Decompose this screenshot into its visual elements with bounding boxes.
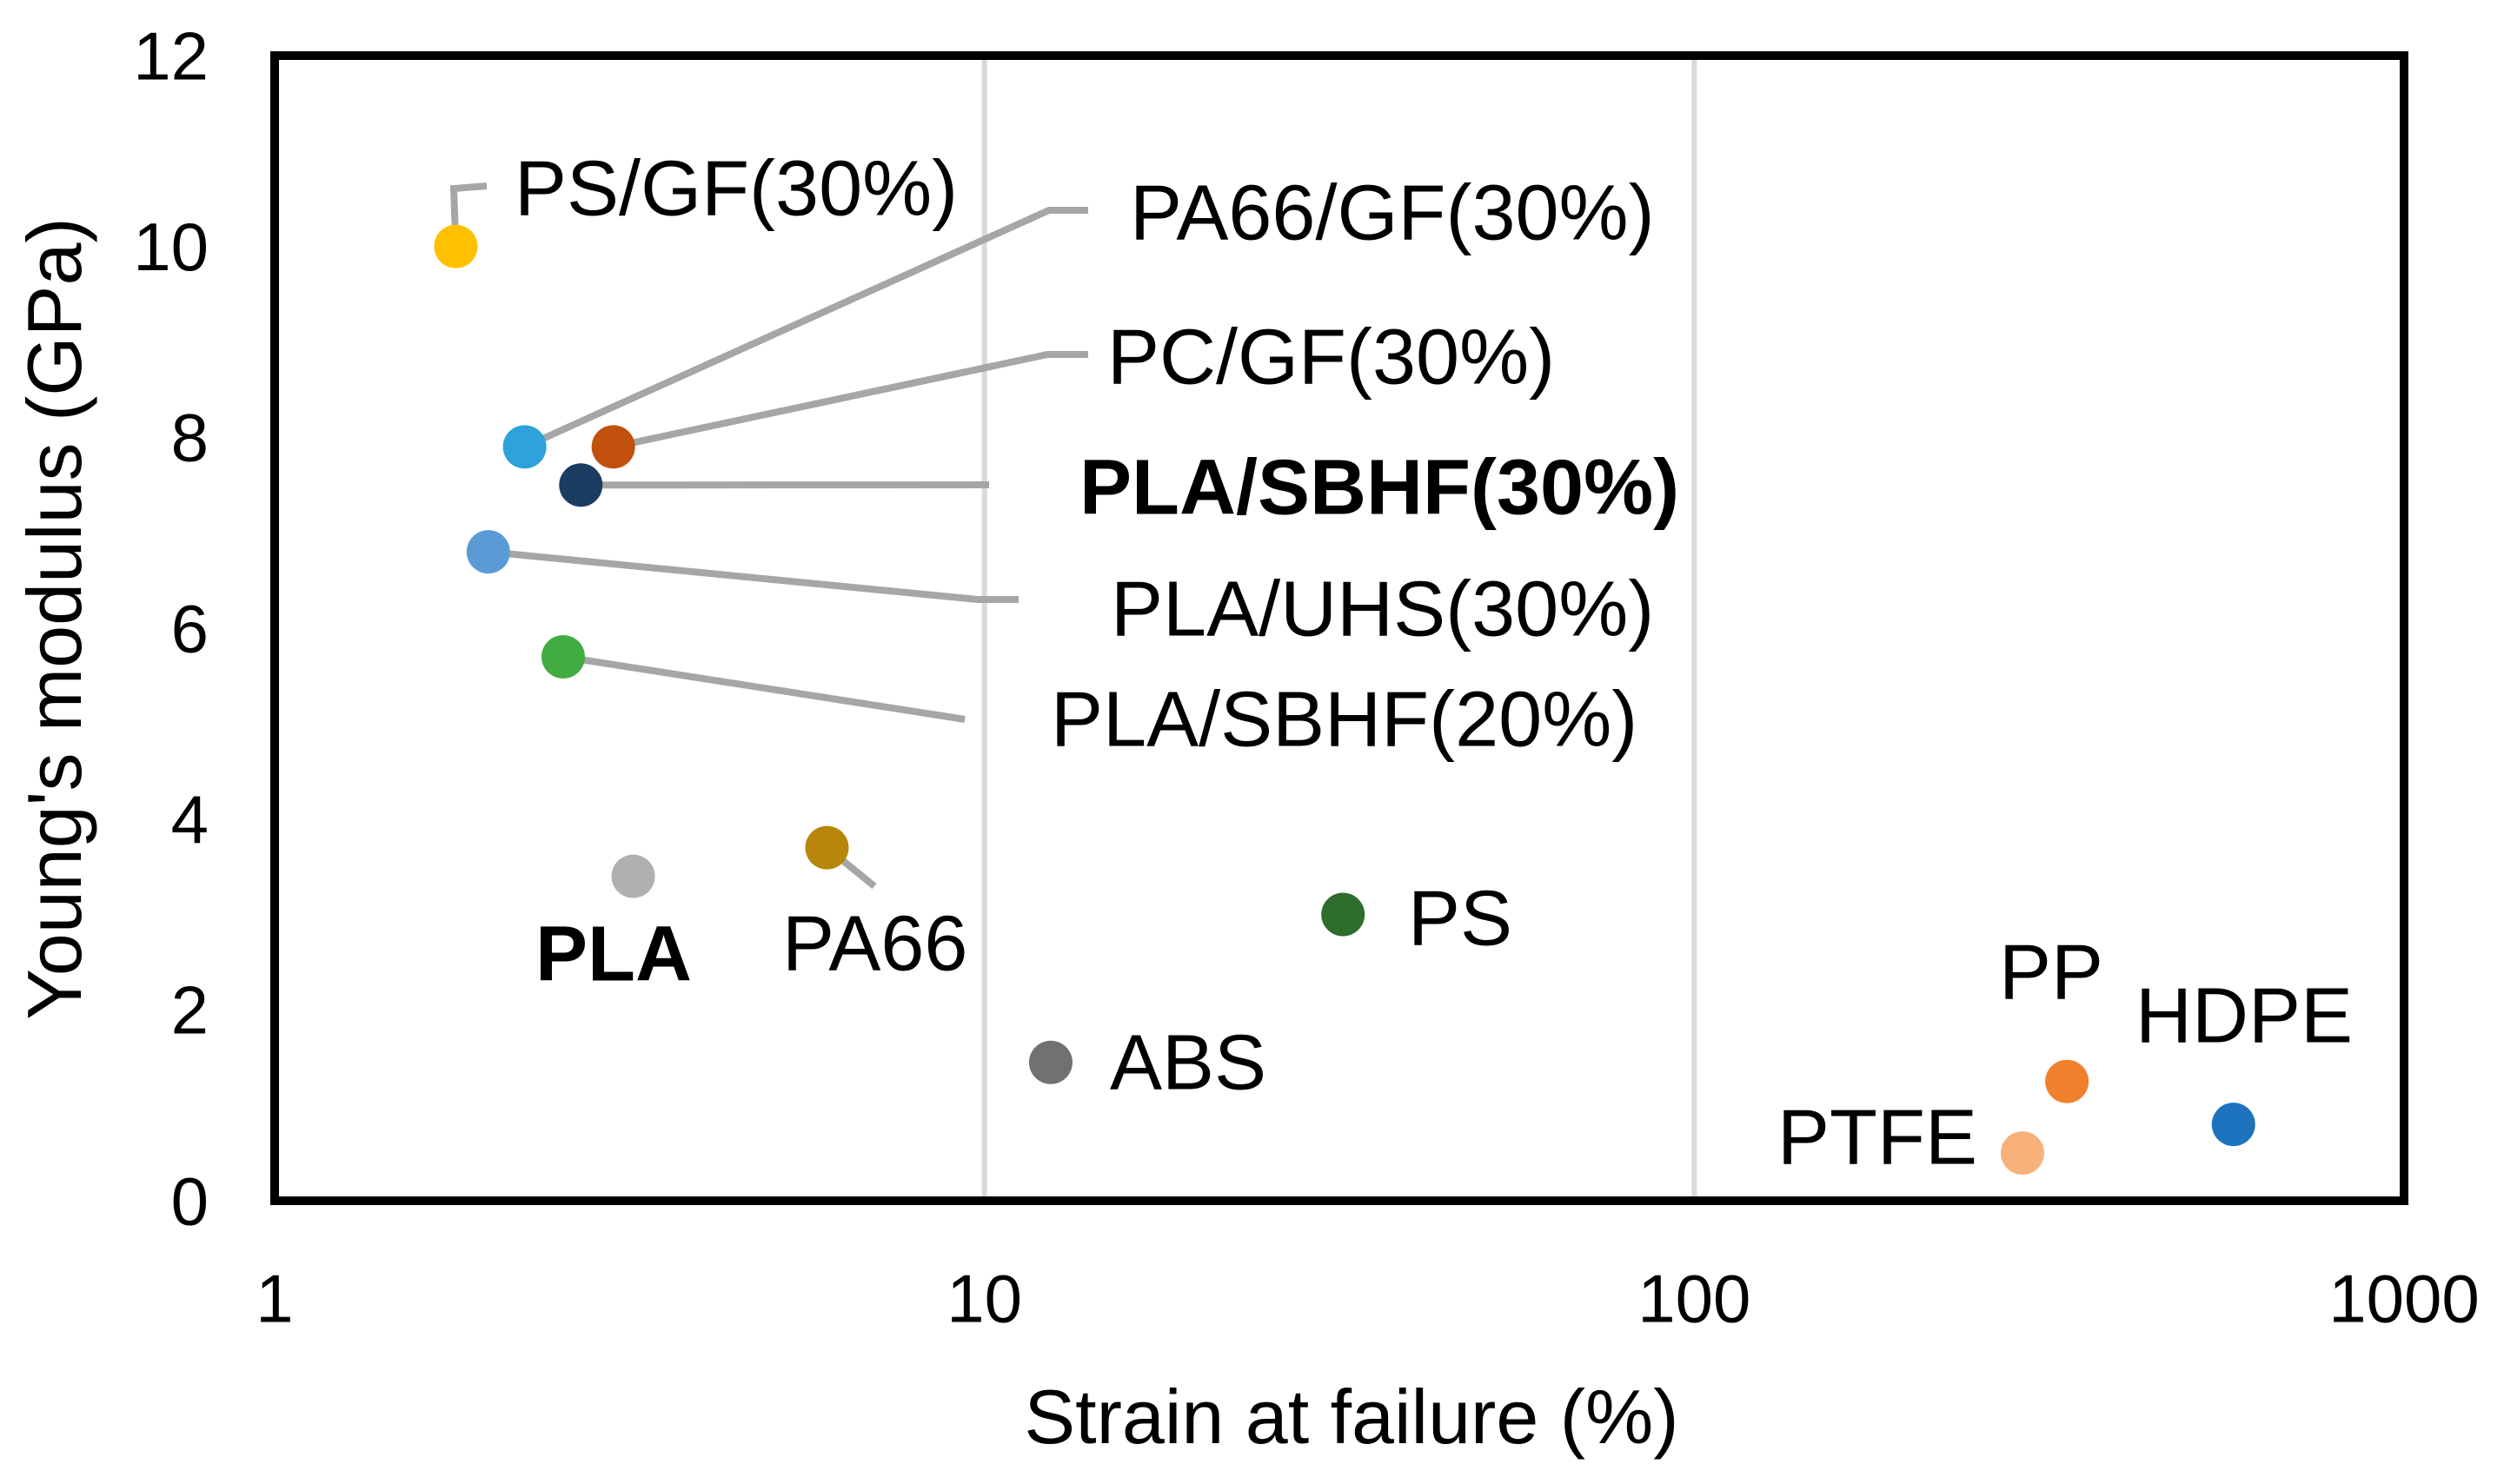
plot-border [270, 51, 2408, 1205]
x-tick-label-1000: 1000 [2328, 1260, 2480, 1336]
data-point-pc-gf-30 [591, 425, 635, 469]
y-tick-label-6: 6 [171, 590, 209, 666]
leader-line-pla-uhs-30 [488, 548, 1019, 603]
gridlines [981, 56, 1697, 1201]
point-label-pla: PLA [535, 911, 692, 998]
point-label-ptfe: PTFE [1777, 1095, 1977, 1182]
y-tick-label-12: 12 [133, 17, 209, 94]
leader-line-pa66-gf-30 [522, 207, 1088, 450]
data-point-pla-sbhf-30 [559, 463, 603, 507]
data-point-pa66 [805, 825, 849, 870]
point-label-pp: PP [1999, 930, 2103, 1017]
data-point-ps-gf-30 [434, 224, 478, 268]
point-label-pla-sbhf-20: PLA/SBHF(20%) [1051, 677, 1637, 764]
y-tick-label-10: 10 [133, 209, 209, 285]
leader-lines [449, 182, 1088, 890]
point-labels: PS/GF(30%) PA66/GF(30%) PC/GF(30%) PLA/SBHF… [515, 146, 2353, 1182]
x-tick-label-10: 10 [946, 1260, 1022, 1336]
y-tick-label-0: 0 [171, 1163, 209, 1239]
point-label-pla-uhs-30: PLA/UHS(30%) [1111, 566, 1654, 653]
data-point-pla-uhs-30 [466, 530, 510, 574]
x-axis-title: Strain at failure (%) [1024, 1374, 1678, 1460]
y-tick-label-8: 8 [171, 400, 209, 476]
point-label-pa66-gf-30: PA66/GF(30%) [1130, 170, 1655, 257]
point-label-pc-gf-30: PC/GF(30%) [1107, 315, 1555, 401]
point-label-ps: PS [1408, 876, 1512, 963]
data-point-pla [611, 854, 655, 898]
point-label-ps-gf-30: PS/GF(30%) [515, 146, 958, 233]
x-tick-label-100: 100 [1637, 1260, 1750, 1336]
data-points [434, 224, 2255, 1176]
data-point-pla-sbhf-20 [541, 634, 586, 679]
leader-line-pla-sbhf-20 [562, 653, 966, 723]
data-point-pa66-gf-30 [502, 425, 547, 469]
data-point-abs [1028, 1040, 1073, 1084]
leader-line-pc-gf-30 [612, 351, 1088, 451]
data-point-ps [1321, 892, 1365, 937]
point-label-abs: ABS [1110, 1020, 1266, 1107]
y-axis-title: Young's modulus (GPa) [11, 217, 97, 1019]
point-label-hdpe: HDPE [2135, 973, 2353, 1060]
data-point-pp [2045, 1059, 2089, 1103]
x-axis-tick-labels: 1 10 100 1000 [256, 1260, 2479, 1336]
y-axis-tick-labels: 0 2 4 6 8 10 12 [133, 17, 209, 1239]
point-label-pa66: PA66 [782, 901, 968, 988]
data-point-ptfe [2000, 1131, 2044, 1176]
y-tick-label-2: 2 [171, 972, 209, 1049]
point-label-pla-sbhf-30: PLA/SBHF(30%) [1079, 445, 1679, 532]
x-tick-label-1: 1 [256, 1260, 293, 1336]
data-point-hdpe [2211, 1103, 2255, 1147]
y-tick-label-4: 4 [171, 781, 209, 858]
